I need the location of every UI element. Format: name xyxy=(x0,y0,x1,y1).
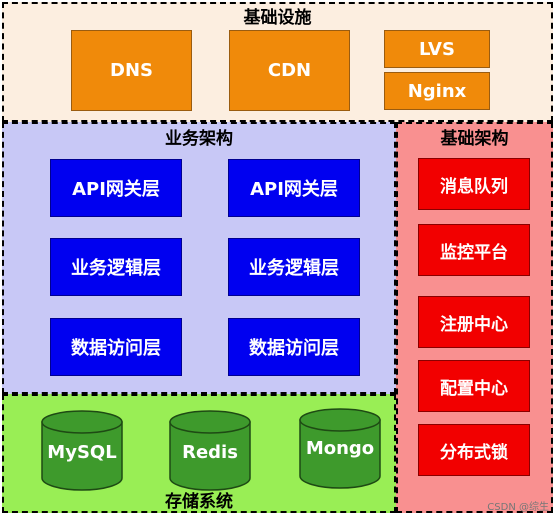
registry-box: 注册中心 xyxy=(418,296,530,348)
redis-label: Redis xyxy=(182,442,238,463)
lvs-box: LVS xyxy=(384,30,490,68)
business-logic-box-left: 业务逻辑层 xyxy=(50,238,182,296)
api-gateway-box-left: API网关层 xyxy=(50,159,182,217)
nginx-box: Nginx xyxy=(384,72,490,110)
mongo-database: Mongo xyxy=(298,408,382,490)
monitoring-box: 监控平台 xyxy=(418,224,530,276)
dns-box: DNS xyxy=(71,30,192,111)
mysql-database: MySQL xyxy=(40,410,124,492)
message-queue-box: 消息队列 xyxy=(418,158,530,210)
distributed-lock-box: 分布式锁 xyxy=(418,424,530,476)
mysql-label: MySQL xyxy=(47,442,117,463)
storage-title: 存储系统 xyxy=(165,492,233,512)
data-access-box-right: 数据访问层 xyxy=(228,318,360,376)
database-icon xyxy=(41,410,123,491)
database-icon xyxy=(299,408,381,489)
watermark: CSDN @综生 xyxy=(487,502,549,513)
base-title: 基础架构 xyxy=(440,129,509,149)
redis-database: Redis xyxy=(168,410,252,492)
cdn-box: CDN xyxy=(229,30,350,111)
database-icon xyxy=(169,410,251,491)
business-title: 业务架构 xyxy=(165,129,233,149)
business-logic-box-right: 业务逻辑层 xyxy=(228,238,360,296)
api-gateway-box-right: API网关层 xyxy=(228,159,360,217)
infrastructure-title: 基础设施 xyxy=(243,8,312,28)
data-access-box-left: 数据访问层 xyxy=(50,318,182,376)
config-center-box: 配置中心 xyxy=(418,360,530,412)
mongo-label: Mongo xyxy=(305,438,375,459)
